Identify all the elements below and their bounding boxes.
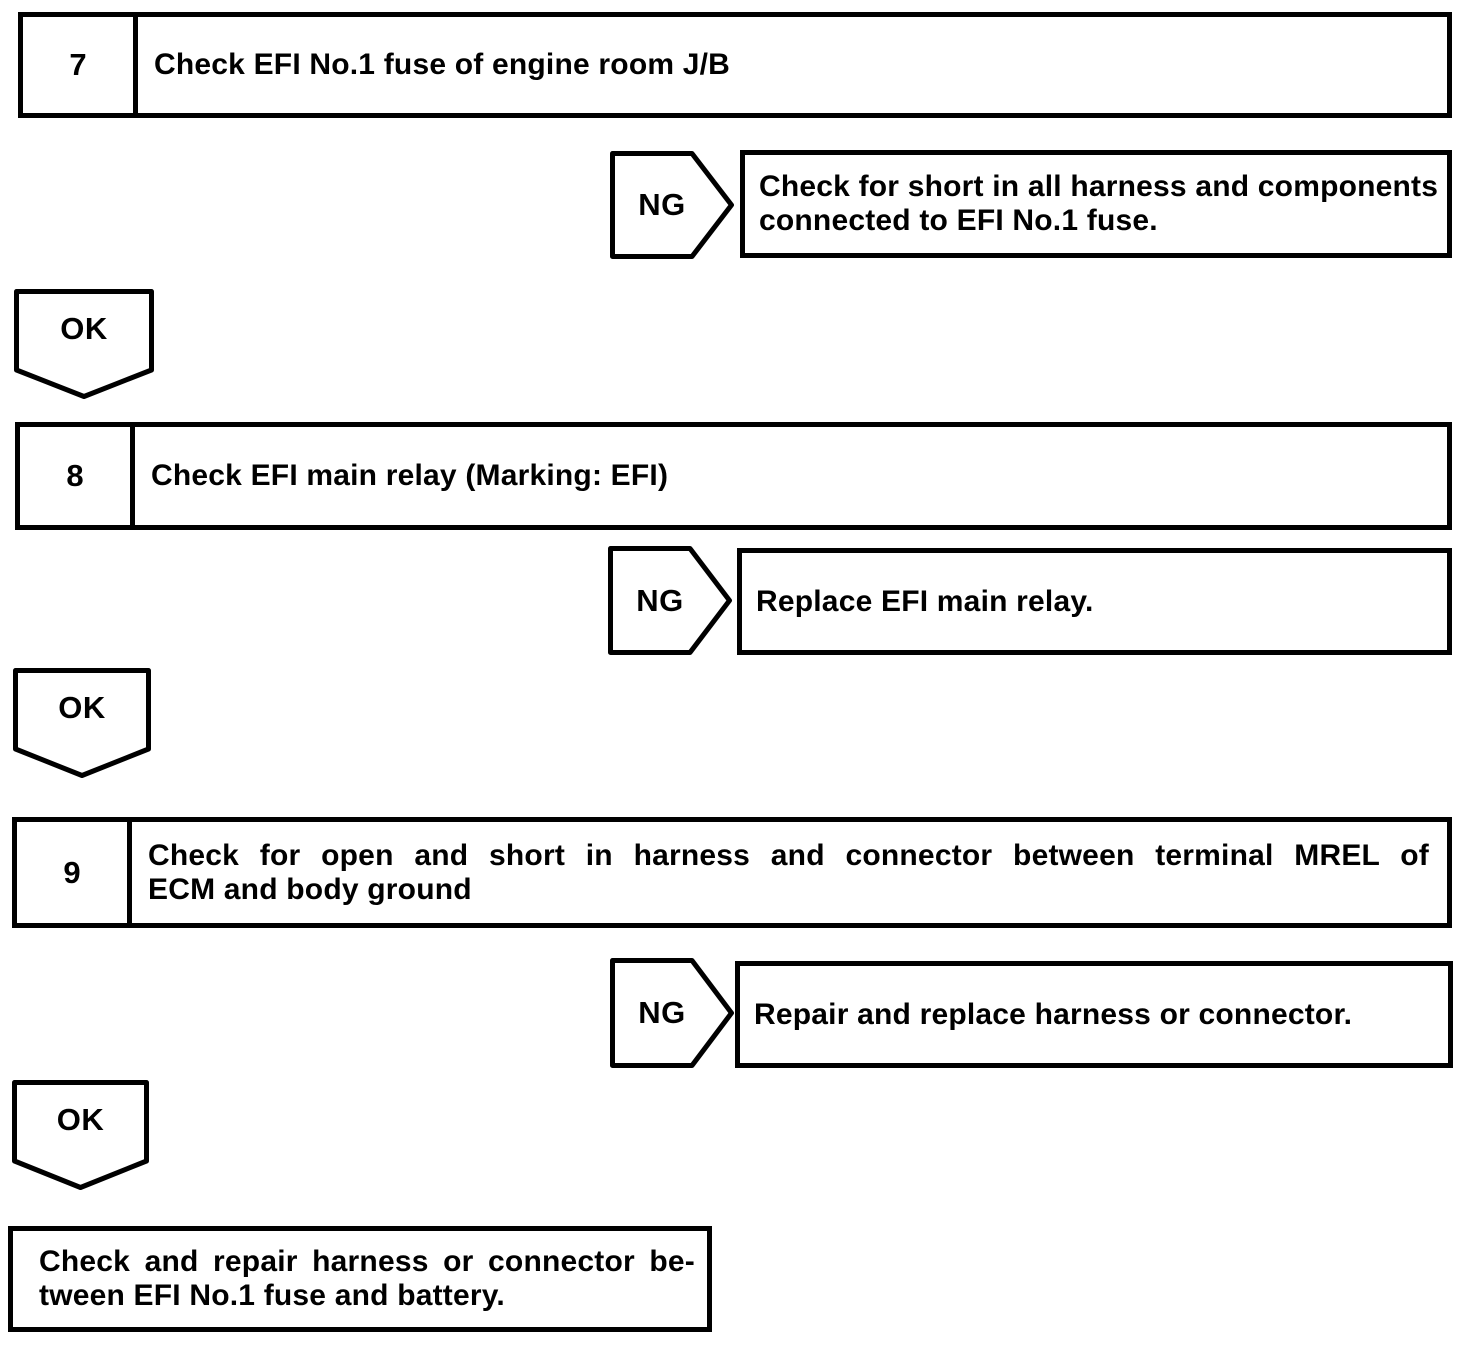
step-7-ng-result-box: Check for short in all harness and compo…: [740, 150, 1452, 258]
ok-label: OK: [60, 311, 108, 346]
step-7-box: 7 Check EFI No.1 fuse of engine room J/B: [18, 12, 1452, 118]
step-8-box: 8 Check EFI main relay (Marking: EFI): [15, 422, 1452, 530]
ok-label: OK: [56, 1102, 105, 1137]
terminal-line: Check and repair harness or connector be…: [39, 1245, 695, 1278]
ok-connector-icon: OK: [13, 668, 151, 778]
ok-label: OK: [58, 690, 106, 725]
step-7-title-line: Check EFI No.1 fuse of engine room J/B: [154, 48, 731, 81]
ok-connector-icon: OK: [12, 1080, 149, 1190]
step-8-title: Check EFI main relay (Marking: EFI): [135, 427, 1447, 525]
step-8-ng-result-box: Replace EFI main relay.: [737, 548, 1452, 655]
terminal-line: tween EFI No.1 fuse and battery.: [39, 1279, 505, 1312]
ng-arrow-icon: NG: [610, 151, 735, 259]
step-9-number: 9: [17, 822, 132, 923]
ng-result-line: Repair and replace harness or connector.: [754, 997, 1353, 1031]
step-8-number: 8: [20, 427, 135, 525]
ng-result-line: Replace EFI main relay.: [756, 584, 1094, 618]
ng-label: NG: [636, 582, 684, 618]
ng-arrow-icon: NG: [608, 546, 733, 655]
step-9-title-line: ECM and body ground: [148, 872, 472, 906]
ok-connector-icon: OK: [14, 289, 154, 399]
step-9-title-line: Check for open and short in harness and …: [148, 838, 1429, 872]
step-7-number: 7: [23, 17, 138, 113]
step-8-title-line: Check EFI main relay (Marking: EFI): [151, 459, 669, 492]
step-9-box: 9 Check for open and short in harness an…: [12, 817, 1452, 928]
ng-label: NG: [638, 995, 686, 1030]
ng-result-line: Check for short in all harness and compo…: [759, 170, 1439, 203]
ng-label: NG: [638, 187, 686, 222]
step-7-title: Check EFI No.1 fuse of engine room J/B: [138, 17, 1447, 113]
step-9-title: Check for open and short in harness and …: [132, 822, 1447, 923]
step-9-ng-result-box: Repair and replace harness or connector.: [735, 961, 1453, 1068]
ng-result-line: connected to EFI No.1 fuse.: [759, 204, 1158, 237]
ng-arrow-icon: NG: [610, 958, 735, 1068]
terminal-action-box: Check and repair harness or connector be…: [8, 1226, 712, 1332]
